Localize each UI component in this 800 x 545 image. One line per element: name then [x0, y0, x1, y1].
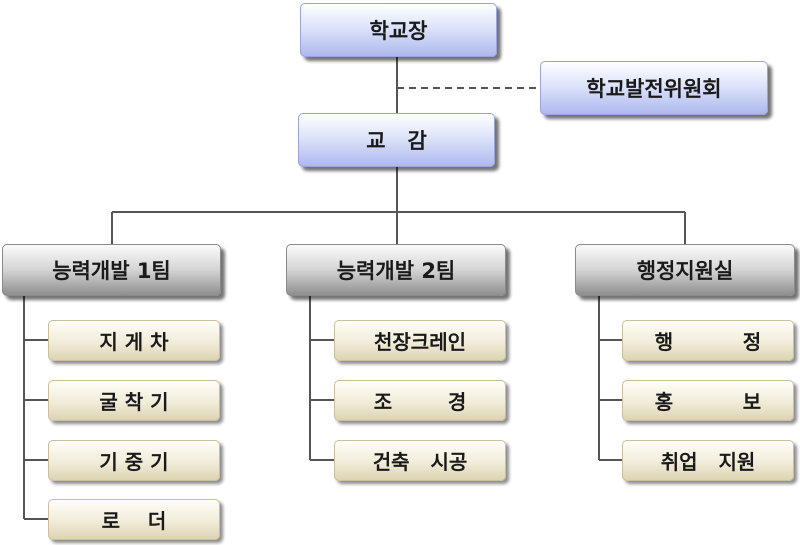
team2-item-construction: 건축 시공 — [334, 440, 506, 481]
team3-item-publicity: 홍 보 — [622, 380, 794, 421]
team2-item-overhead-crane: 천장크레인 — [334, 320, 506, 361]
team1-item-loader: 로 더 — [48, 499, 220, 540]
team3-node: 행정지원실 — [575, 244, 795, 296]
team2-item-landscaping: 조 경 — [334, 380, 506, 421]
team1-item-excavator: 굴 착 기 — [48, 380, 220, 421]
vice-principal-node: 교 감 — [298, 113, 495, 167]
team1-item-forklift: 지 게 차 — [48, 320, 220, 361]
team2-node: 능력개발 2팀 — [286, 244, 506, 296]
committee-node: 학교발전위원회 — [540, 61, 768, 115]
team3-item-administration: 행 정 — [622, 320, 794, 361]
team1-node: 능력개발 1팀 — [2, 244, 221, 296]
team3-item-job-support: 취업 지원 — [622, 440, 794, 481]
principal-node: 학교장 — [300, 3, 497, 57]
team1-item-crane: 기 중 기 — [48, 440, 220, 481]
